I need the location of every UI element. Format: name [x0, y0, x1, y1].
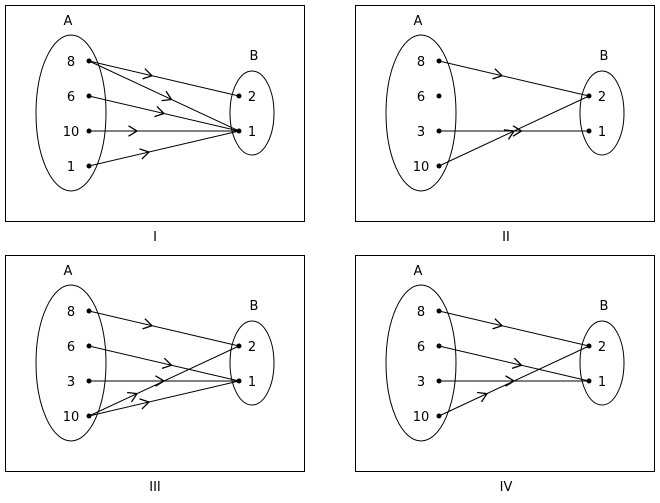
codomain-element: 2	[248, 340, 256, 355]
mapping-arrow	[88, 345, 240, 382]
set-a-ellipse	[35, 284, 107, 442]
domain-element: 8	[67, 305, 75, 320]
arrowhead-icon	[126, 391, 139, 403]
arrowhead-icon	[142, 68, 154, 80]
domain-element: 8	[67, 55, 75, 70]
codomain-element: 1	[598, 375, 606, 390]
mapping-arrow	[88, 130, 240, 167]
codomain-element: 2	[248, 90, 256, 105]
domain-element: 8	[417, 305, 425, 320]
arrowhead-icon	[511, 357, 523, 370]
set-a-ellipse	[35, 34, 107, 192]
domain-point	[436, 93, 442, 99]
set-b-ellipse	[579, 320, 625, 406]
domain-element: 3	[67, 375, 75, 390]
mapping-panel-2: A B II 8 6 3 10 2 1	[355, 5, 655, 245]
domain-element: 10	[413, 410, 430, 425]
mapping-arrow	[438, 345, 590, 382]
arrowhead-icon	[161, 90, 173, 102]
mapping-arrow	[88, 60, 240, 97]
mapping-panel-4: A B IV 8 6 3 10 2 1	[355, 255, 655, 495]
arrowhead-icon	[128, 125, 139, 137]
codomain-element: 1	[248, 375, 256, 390]
domain-element: 6	[417, 90, 425, 105]
codomain-element: 2	[598, 90, 606, 105]
set-a-ellipse	[385, 284, 457, 442]
arrowhead-icon	[142, 318, 154, 330]
arrowhead-icon	[512, 125, 523, 137]
set-b-label: B	[250, 49, 259, 64]
set-b-label: B	[250, 299, 259, 314]
set-a-label: A	[414, 264, 423, 279]
set-a-ellipse	[385, 34, 457, 192]
mapping-panel-3: A B III 8 6 3 10 2 1	[5, 255, 305, 495]
mapping-panel-1: A B I 8 6 10 1 2 1	[5, 5, 305, 245]
mapping-arrow	[88, 310, 240, 347]
arrowhead-icon	[503, 129, 516, 140]
panel-frame	[355, 5, 655, 222]
panel-frame	[355, 255, 655, 472]
domain-element: 10	[413, 160, 430, 175]
domain-element: 6	[417, 340, 425, 355]
mapping-arrow	[438, 310, 590, 347]
codomain-element: 2	[598, 340, 606, 355]
panel-caption: I	[153, 230, 157, 245]
mapping-arrow	[88, 60, 240, 132]
domain-element: 1	[67, 160, 75, 175]
domain-element: 3	[417, 125, 425, 140]
domain-element: 6	[67, 90, 75, 105]
mapping-arrow	[438, 60, 590, 97]
set-a-label: A	[64, 264, 73, 279]
domain-element: 10	[63, 125, 80, 140]
mapping-arrow	[88, 345, 240, 417]
set-b-label: B	[600, 49, 609, 64]
panel-caption: III	[149, 480, 161, 495]
panel-frame	[5, 255, 305, 472]
domain-element: 10	[63, 410, 80, 425]
set-a-label: A	[64, 14, 73, 29]
arrowhead-icon	[476, 391, 489, 403]
domain-element: 6	[67, 340, 75, 355]
mapping-arrow	[438, 345, 590, 417]
arrowhead-icon	[154, 106, 166, 118]
panel-frame	[5, 5, 305, 222]
codomain-element: 1	[248, 125, 256, 140]
set-b-ellipse	[229, 320, 275, 406]
set-a-label: A	[414, 14, 423, 29]
arrowhead-icon	[492, 318, 504, 330]
domain-element: 8	[417, 55, 425, 70]
panel-caption: II	[502, 230, 510, 245]
arrowhead-icon	[139, 398, 151, 410]
set-b-ellipse	[229, 70, 275, 156]
set-b-label: B	[600, 299, 609, 314]
arrowhead-icon	[161, 357, 173, 370]
mapping-arrow	[88, 380, 240, 417]
set-b-ellipse	[579, 70, 625, 156]
domain-element: 3	[417, 375, 425, 390]
panel-caption: IV	[500, 480, 513, 495]
arrowhead-icon	[139, 148, 151, 160]
codomain-element: 1	[598, 125, 606, 140]
arrowhead-icon	[492, 68, 504, 80]
